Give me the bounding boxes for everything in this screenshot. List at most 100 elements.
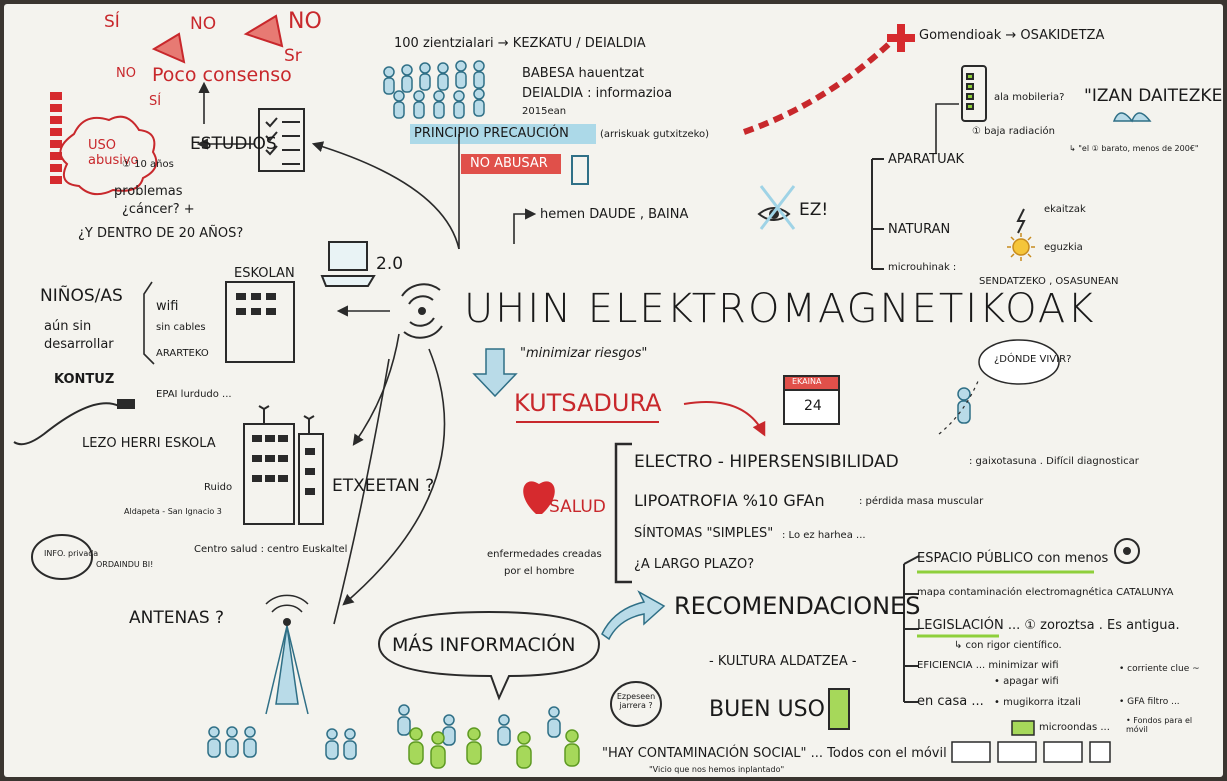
calendar-icon [783, 375, 840, 425]
label-lezo: LEZO HERRI ESKOLA [82, 436, 216, 451]
label-babesa: BABESA hauentzat [522, 66, 645, 81]
label-enf-2: por el hombre [504, 566, 575, 577]
salud-item-2: LIPOATROFIA %10 GFAn [634, 491, 825, 510]
label-corriente: • corriente clue ~ [1119, 664, 1200, 674]
train-icon [951, 741, 1111, 763]
label-no-3: NO [116, 66, 136, 81]
plug-icon [117, 399, 135, 409]
label-kultura: - KULTURA ALDATZEA - [709, 654, 857, 669]
label-recomendaciones: RECOMENDACIONES [674, 592, 921, 620]
label-legislacion: LEGISLACIÓN ... ① zoroztsa . Es antigua. [917, 618, 1180, 633]
highlight-principio [410, 124, 596, 144]
label-gomendioak: Gomendioak → OSAKIDETZA [919, 28, 1105, 43]
label-centro: Centro salud : centro Euskaltel [194, 544, 348, 555]
label-uso-abusivo: USO abusivo [88, 138, 139, 168]
label-mas-info: MÁS INFORMACIÓN [392, 634, 576, 656]
label-eskolan: ESKOLAN [234, 266, 295, 281]
sun-icon [1007, 233, 1035, 261]
label-version: 2.0 [376, 254, 404, 274]
bar-stack-icon [50, 92, 62, 184]
label-dentro: ¿Y DENTRO DE 20 AÑOS? [78, 226, 244, 241]
phone-green-icon [828, 688, 850, 730]
sketch-drawings [13, 14, 1152, 769]
label-deialdia: DEIALDIA : informazioa [522, 86, 673, 101]
salud-item-3-note: : Lo ez harhea ... [782, 530, 866, 541]
label-aun-sin: aún sin [44, 319, 92, 334]
label-si-2: SÍ [149, 94, 162, 109]
label-kutsadura: KUTSADURA [514, 389, 662, 417]
label-apagar: • apagar wifi [994, 676, 1059, 687]
label-mugikorra: • mugikorra itzali [994, 697, 1081, 708]
down-arrow-icon [472, 348, 518, 398]
heart-icon [523, 481, 555, 514]
label-izan: "IZAN DAITEZKE" [1084, 86, 1223, 106]
subtitle-minimizar: "minimizar riesgos" [520, 346, 648, 361]
crowd-icon [383, 60, 485, 119]
up-right-arrow-icon [601, 590, 666, 641]
speech-bubble-large-icon [377, 610, 601, 701]
laptop-icon [320, 241, 376, 287]
label-ekaitzak: ekaitzak [1044, 204, 1086, 215]
label-sin-cables: sin cables [156, 322, 206, 333]
label-sendatzeko: SENDATZEKO , OSASUNEAN [979, 276, 1119, 287]
label-kontuz: KONTUZ [54, 372, 115, 387]
label-ninos: NIÑOS/AS [40, 286, 123, 306]
label-epai: EPAI lurdudo ... [156, 389, 232, 400]
label-hay-contaminacion: "HAY CONTAMINACIÓN SOCIAL" ... Todos con… [602, 746, 947, 761]
label-desarrollar: desarrollar [44, 337, 114, 352]
building-icon [571, 155, 589, 185]
label-no-1: NO [190, 14, 217, 34]
label-antenas: ANTENAS ? [129, 608, 225, 628]
highlight-no-abusar [461, 154, 561, 174]
speech-bubble-icon [31, 534, 93, 580]
calendar-day: 24 [804, 398, 822, 414]
apartment-buildings-icon [243, 405, 324, 525]
label-sr: Sr [284, 46, 302, 66]
label-baja: ① baja radiación [972, 126, 1055, 137]
label-gfa: • GFA filtro ... [1119, 697, 1180, 707]
label-vicio: "Vicio que nos hemos inplantado" [649, 765, 785, 774]
microwave-icon [1011, 720, 1035, 736]
school-building-icon [225, 281, 295, 363]
label-ararteko: ARARTEKO [156, 348, 209, 359]
label-mapa: mapa contaminación electromagnética CATA… [917, 587, 1174, 598]
salud-item-2-note: : pérdida masa muscular [859, 496, 984, 507]
label-poco-consenso: Poco consenso [152, 64, 292, 86]
label-etxeetan: ETXEETAN ? [332, 476, 435, 496]
salud-item-3: SÍNTOMAS "SIMPLES" [634, 526, 774, 541]
label-aldapeta: Aldapeta - San Ignacio 3 [124, 507, 222, 516]
label-info-privada: INFO. privada [44, 549, 99, 558]
label-buen-uso: BUEN USO [709, 697, 825, 722]
label-fondos: • Fondos para el móvil [1126, 716, 1193, 734]
thought-cloud-icon [978, 339, 1060, 385]
label-zientzialari: 100 zientzialari → KEZKATU / DEIALDIA [394, 36, 646, 51]
label-principio: PRINCIPIO PRECAUCIÓN [414, 126, 569, 141]
label-years: ① 10 años [122, 159, 174, 170]
label-salud: SALUD [549, 497, 606, 517]
person-icon [957, 387, 971, 424]
main-title: UHIN ELEKTROMAGNETIKOAK [464, 286, 1096, 332]
label-microondas: microondas ... [1039, 722, 1110, 733]
label-ez: EZ! [799, 200, 829, 220]
label-ezpeseen: Ezpeseen jarrera ? [616, 692, 656, 710]
cloud-icon [59, 115, 158, 196]
salud-item-1-note: : gaixotasuna . Difícil diagnosticar [969, 456, 1139, 467]
wifi-circle-icon [1114, 538, 1140, 564]
label-no-abusar: NO ABUSAR [470, 156, 548, 171]
thought-bubble-icon [1112, 112, 1152, 123]
label-problemas: problemas [114, 184, 183, 199]
label-ruido: Ruido [204, 482, 233, 493]
megaphone-icon [151, 14, 284, 64]
speech-bubble-small-icon [610, 681, 662, 727]
antenna-tower-icon [265, 594, 309, 715]
label-rigor: ↳ con rigor científico. [954, 640, 1062, 651]
red-cross-icon [887, 24, 915, 52]
label-naturan: NATURAN [888, 222, 951, 237]
label-aparatuak: APARATUAK [888, 152, 965, 167]
label-eficiencia: EFICIENCIA ... minimizar wifi [917, 660, 1059, 671]
label-mobile-q: ala mobileria? [994, 92, 1065, 103]
salud-item-1: ELECTRO - HIPERSENSIBILIDAD [634, 452, 899, 472]
label-wifi: wifi [156, 299, 179, 314]
label-donde-vivir: ¿DÓNDE VIVIR? [994, 354, 1072, 365]
salud-item-4: ¿A LARGO PLAZO? [634, 557, 755, 572]
